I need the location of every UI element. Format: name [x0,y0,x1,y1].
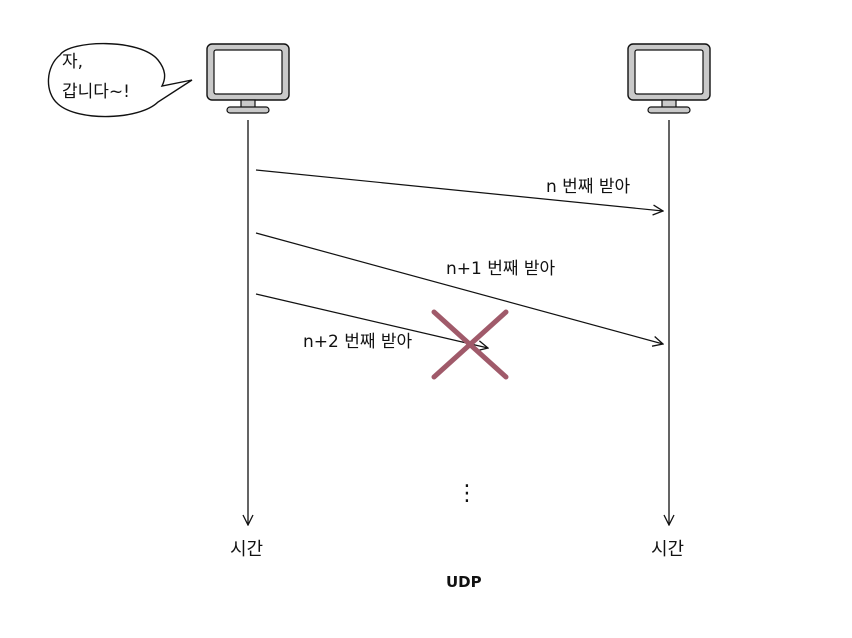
message-arrow-n-plus-2 [255,293,488,348]
sender-time-label: 시간 [230,539,264,560]
diagram-caption: UDP [446,573,482,591]
loss-cross-icon [431,309,509,380]
receiver-time-label: 시간 [651,539,685,560]
speech-bubble-line-1: 자, [62,52,84,72]
speech-bubble [47,42,193,118]
message-arrow-n [255,169,663,211]
message-label-n: n 번째 받아 [546,177,631,197]
continuation-mark: ⋮ [456,481,478,506]
message-arrow-n-plus-1 [255,232,663,344]
speech-bubble-line-2: 갑니다~! [62,82,130,102]
receiver-monitor-icon [627,43,711,114]
speech-bubble-text: 자, 갑니다~! [62,47,172,107]
message-label-n-plus-1: n+1 번째 받아 [446,259,556,279]
message-label-n-plus-2: n+2 번째 받아 [303,332,413,352]
sender-monitor-icon [206,43,290,114]
